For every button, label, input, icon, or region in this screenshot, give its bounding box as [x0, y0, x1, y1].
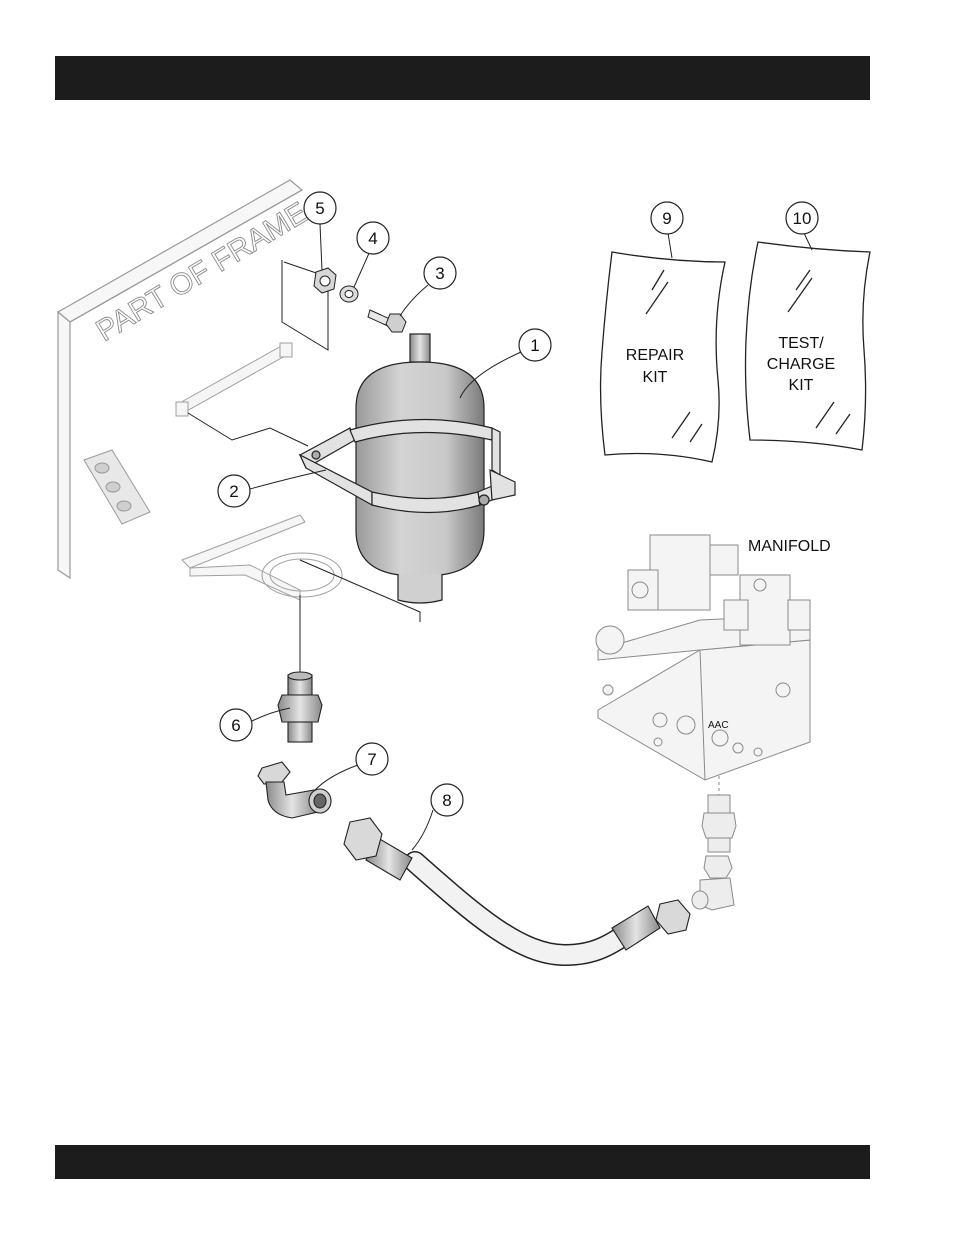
callout-3: 3 — [424, 257, 456, 289]
svg-text:10: 10 — [793, 209, 812, 228]
manifold-block — [596, 535, 810, 780]
kit-10-line2: CHARGE — [767, 356, 835, 373]
callout-2: 2 — [218, 475, 250, 507]
hydraulic-hose-8 — [344, 818, 690, 955]
kit-9-line1: REPAIR — [626, 347, 684, 364]
kit-9-line2: KIT — [643, 369, 668, 386]
bolt-3 — [368, 310, 406, 332]
svg-text:7: 7 — [367, 750, 376, 769]
nut-5 — [314, 268, 336, 293]
callout-6: 6 — [220, 709, 252, 741]
svg-text:3: 3 — [435, 264, 444, 283]
washer-4 — [340, 286, 358, 302]
svg-text:6: 6 — [231, 716, 240, 735]
port-label: AAC — [708, 720, 729, 731]
callout-9: 9 — [651, 202, 683, 234]
lower-bracket — [182, 515, 342, 600]
svg-text:8: 8 — [442, 791, 451, 810]
svg-text:9: 9 — [662, 209, 671, 228]
svg-text:5: 5 — [315, 199, 324, 218]
frame-bracket — [176, 343, 292, 416]
callout-7: 7 — [356, 743, 388, 775]
accumulator-tank — [356, 334, 484, 603]
frame-pad — [84, 450, 150, 524]
callout-8: 8 — [431, 784, 463, 816]
callout-1: 1 — [519, 329, 551, 361]
manifold-fittings — [692, 795, 736, 910]
svg-text:1: 1 — [530, 336, 539, 355]
callout-5: 5 — [304, 192, 336, 224]
adapter-fitting-6 — [278, 672, 322, 742]
svg-text:2: 2 — [229, 482, 238, 501]
manifold-label: MANIFOLD — [748, 538, 831, 555]
kit-10-line1: TEST/ — [778, 335, 824, 352]
kit-10-line3: KIT — [789, 377, 814, 394]
svg-text:4: 4 — [368, 229, 377, 248]
elbow-fitting-7 — [258, 762, 331, 818]
frame-label: PART OF FRAME — [91, 196, 314, 348]
callout-10: 10 — [786, 202, 818, 234]
callout-4: 4 — [357, 222, 389, 254]
